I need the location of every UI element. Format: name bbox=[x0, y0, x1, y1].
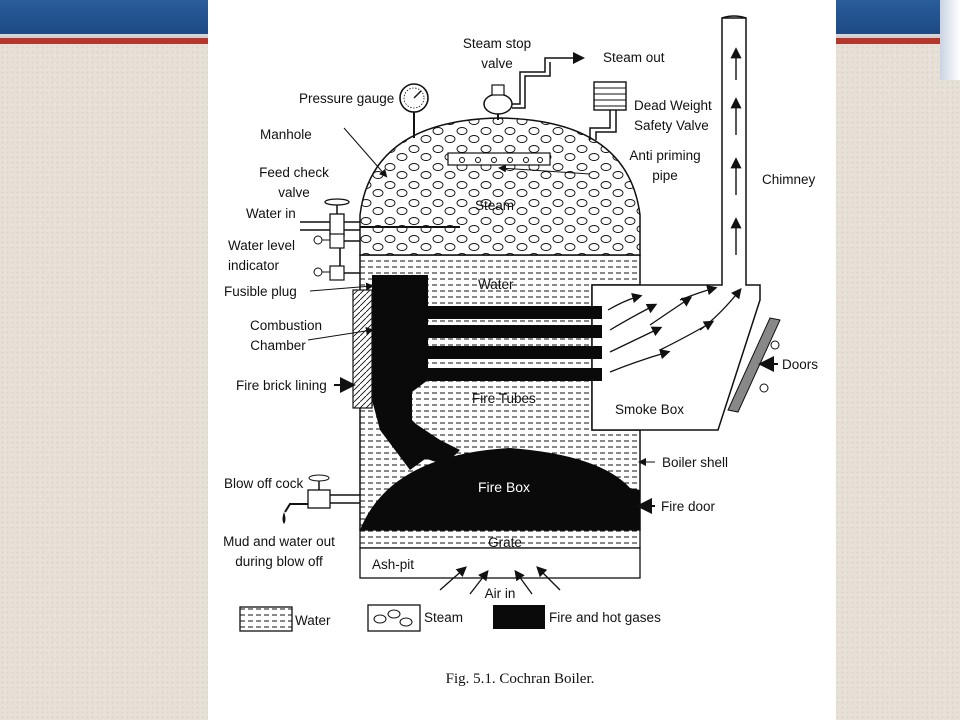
legend-fire-swatch bbox=[493, 605, 545, 629]
label-steam-stop-valve-1: Steam stop bbox=[463, 36, 531, 51]
header-accent-left bbox=[0, 38, 210, 44]
label-water-level-2: indicator bbox=[228, 258, 280, 273]
door-handle-top bbox=[770, 340, 780, 350]
label-anti-priming-2: pipe bbox=[652, 168, 678, 183]
legend-steam-label: Steam bbox=[424, 610, 463, 625]
label-chimney: Chimney bbox=[762, 172, 816, 187]
label-fire-brick: Fire brick lining bbox=[236, 378, 327, 393]
label-doors: Doors bbox=[782, 357, 818, 372]
door-handle-bottom bbox=[759, 383, 769, 393]
label-steam-out: Steam out bbox=[603, 50, 665, 65]
smoke-box-door bbox=[727, 317, 781, 413]
label-water-level-1: Water level bbox=[228, 238, 295, 253]
label-water: Water bbox=[478, 277, 514, 292]
label-fire-tubes: Fire Tubes bbox=[472, 391, 536, 406]
dead-weight-safety-valve bbox=[589, 81, 627, 140]
flue-uptake bbox=[410, 420, 460, 465]
slide-edge-highlight bbox=[940, 0, 960, 80]
label-mud-1: Mud and water out bbox=[223, 534, 335, 549]
diagram-labels: Steam stop valve Steam out Pressure gaug… bbox=[223, 36, 818, 601]
air-in-arrows bbox=[439, 566, 561, 595]
steam-stop-valve bbox=[483, 52, 585, 120]
label-fire-box: Fire Box bbox=[478, 479, 530, 495]
label-dead-weight-2: Safety Valve bbox=[634, 118, 709, 133]
label-pressure-gauge: Pressure gauge bbox=[299, 91, 394, 106]
label-water-in: Water in bbox=[246, 206, 296, 221]
smoke-flow-arrows bbox=[607, 284, 742, 373]
label-manhole: Manhole bbox=[260, 127, 312, 142]
label-ash-pit: Ash-pit bbox=[372, 557, 414, 572]
legend-fire-label: Fire and hot gases bbox=[549, 610, 661, 625]
leader-lines bbox=[307, 127, 778, 514]
ash-pit bbox=[359, 547, 641, 579]
legend-water-label: Water bbox=[295, 613, 331, 628]
label-feed-check-1: Feed check bbox=[259, 165, 329, 180]
label-air-in: Air in bbox=[485, 586, 516, 601]
fire-brick-lining bbox=[352, 289, 373, 409]
legend-water-swatch bbox=[239, 606, 293, 632]
combustion-chamber bbox=[372, 275, 440, 470]
label-smoke-box: Smoke Box bbox=[615, 402, 684, 417]
pressure-gauge bbox=[399, 83, 429, 138]
feed-check-valve bbox=[300, 198, 360, 237]
water-level-indicator bbox=[313, 233, 360, 281]
label-anti-priming-1: Anti priming bbox=[629, 148, 700, 163]
label-fire-door: Fire door bbox=[661, 499, 716, 514]
smoke-box bbox=[591, 17, 761, 431]
legend: Water Steam Fire and hot gases bbox=[239, 604, 661, 632]
label-dead-weight-1: Dead Weight bbox=[634, 98, 712, 113]
anti-priming-pipe bbox=[447, 152, 551, 166]
label-combustion-2: Chamber bbox=[250, 338, 306, 353]
label-feed-check-2: valve bbox=[278, 185, 310, 200]
label-grate: Grate bbox=[488, 535, 522, 550]
fire-box bbox=[360, 448, 640, 530]
fire-tubes bbox=[428, 306, 602, 381]
label-combustion-1: Combustion bbox=[250, 318, 322, 333]
label-boiler-shell: Boiler shell bbox=[662, 455, 728, 470]
label-blow-off: Blow off cock bbox=[224, 476, 304, 491]
figure-caption: Fig. 5.1. Cochran Boiler. bbox=[446, 671, 595, 687]
label-steam: Steam bbox=[475, 198, 514, 213]
header-accent-right bbox=[836, 38, 960, 44]
label-fusible-plug: Fusible plug bbox=[224, 284, 297, 299]
label-mud-2: during blow off bbox=[235, 554, 323, 569]
blow-off-cock bbox=[282, 474, 360, 524]
label-steam-stop-valve-2: valve bbox=[481, 56, 513, 71]
